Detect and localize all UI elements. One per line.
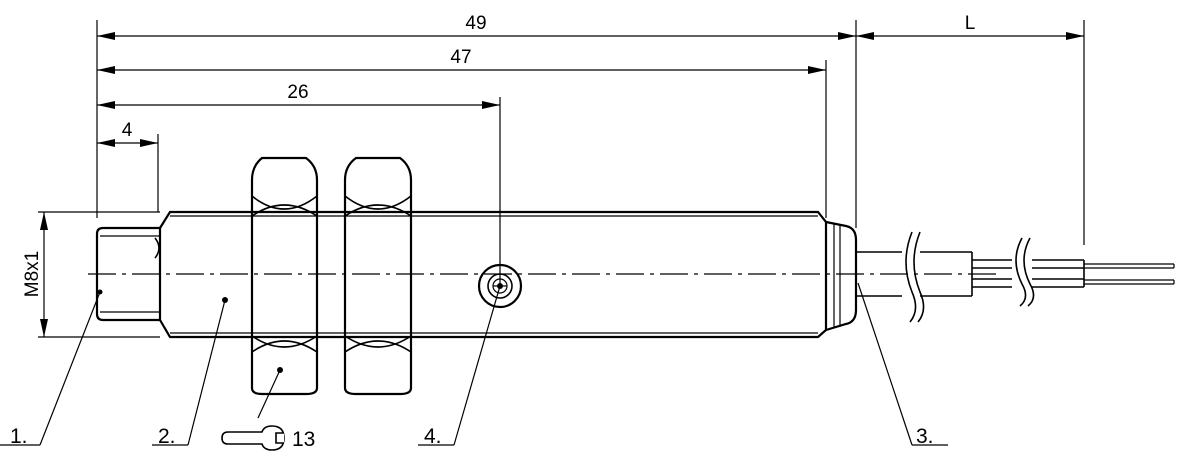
callout-2: 2. — [158, 425, 176, 448]
callout-4: 4. — [424, 425, 442, 448]
sensing-face — [95, 226, 162, 322]
threaded-housing — [159, 210, 828, 339]
dimension-4: 4 — [97, 120, 158, 147]
mounting-nut-1 — [250, 156, 319, 396]
wrench-icon — [221, 425, 285, 451]
cable — [856, 231, 1175, 326]
callout-1: 1. — [10, 425, 28, 448]
dimension-47: 47 — [97, 47, 826, 74]
dimension-l-label: L — [965, 13, 976, 34]
dimension-4-label: 4 — [122, 120, 133, 141]
dimension-47-label: 47 — [450, 47, 471, 68]
extension-lines — [38, 20, 1085, 338]
callout-leaders — [0, 282, 948, 446]
dimension-49-label: 49 — [465, 13, 486, 34]
wrench-size: 13 — [221, 425, 315, 451]
cable-end-cap — [825, 220, 858, 332]
dimension-26-label: 26 — [287, 82, 308, 103]
dimension-thread: M8x1 — [22, 212, 48, 337]
mounting-nut-2 — [343, 156, 413, 396]
thread-label: M8x1 — [22, 251, 43, 297]
dimension-l: L — [856, 13, 1084, 40]
callout-3: 3. — [916, 425, 934, 448]
dimension-49: 49 — [97, 13, 856, 40]
wrench-size-label: 13 — [292, 428, 315, 451]
dimension-26: 26 — [97, 82, 500, 109]
